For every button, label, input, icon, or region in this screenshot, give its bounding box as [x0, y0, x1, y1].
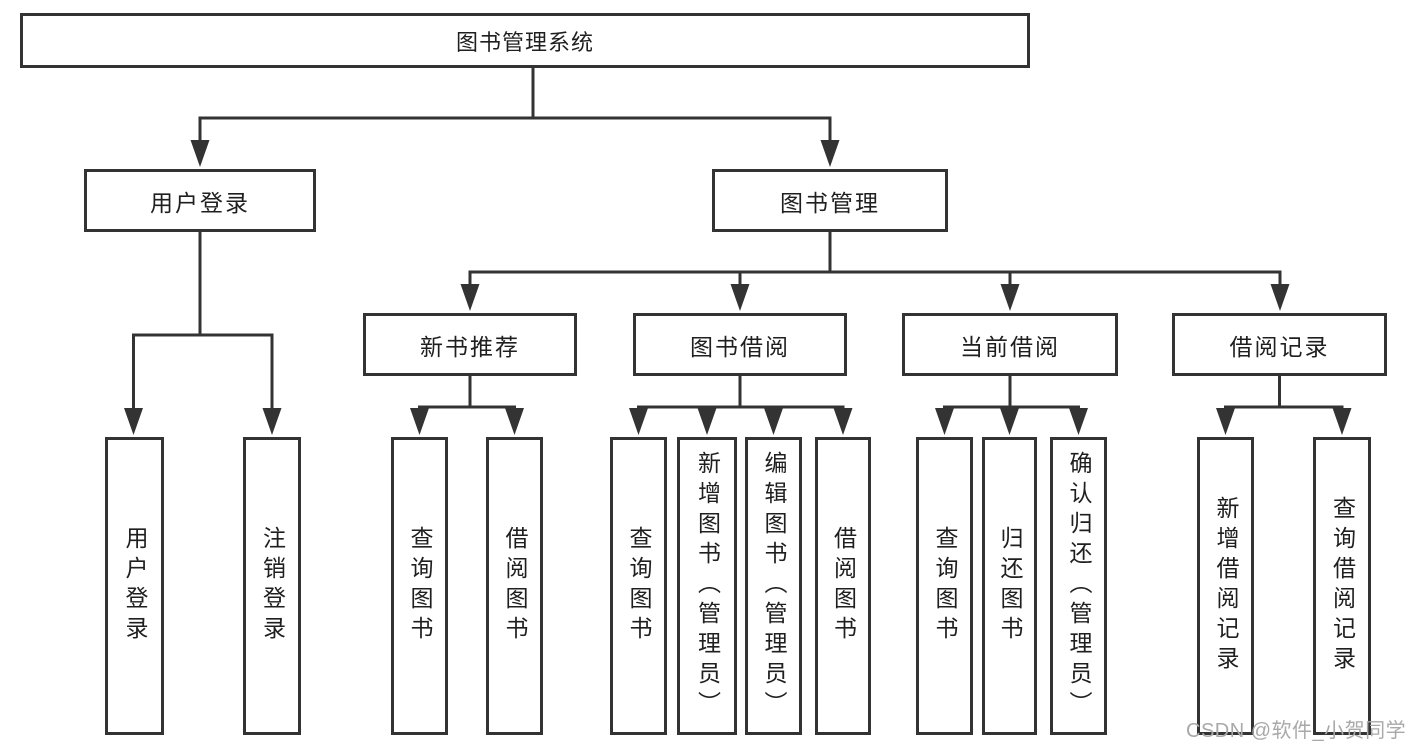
node-label: 编辑图书（管理员）: [761, 451, 787, 721]
node-label: 借阅图书: [502, 526, 528, 646]
node-label: 图书借阅: [690, 333, 790, 360]
leaf-confirm-return-admin: 确认归还（管理员）: [1050, 437, 1107, 735]
leaf-edit-books-admin: 编辑图书（管理员）: [745, 437, 802, 735]
node-label: 新增图书（管理员）: [694, 451, 721, 721]
connector-segments: [132, 66, 1344, 417]
csdn-watermark: CSDN @软件_小贺同学: [1186, 720, 1405, 742]
node-borrowing-records: 借阅记录: [1172, 313, 1387, 376]
node-label: 归还图书: [997, 526, 1023, 646]
leaf-add-books-admin: 新增图书（管理员）: [677, 437, 737, 735]
leaf-logout: 注销登录: [243, 437, 301, 735]
node-label: 图书管理: [780, 189, 880, 216]
node-label: 查询借阅记录: [1329, 496, 1356, 676]
leaf-add-borrow-record: 新增借阅记录: [1197, 437, 1254, 735]
arrowheads: [124, 140, 1352, 435]
leaf-borrow-books-recommend: 借阅图书: [486, 437, 543, 735]
leaf-borrow-books-borrowing: 借阅图书: [815, 437, 871, 735]
node-book-borrowing: 图书借阅: [633, 313, 847, 376]
leaf-query-books-borrowing: 查询图书: [610, 437, 667, 735]
node-label: 图书管理系统: [455, 29, 594, 55]
leaf-query-books-current: 查询图书: [916, 437, 973, 735]
node-label: 用户登录: [122, 526, 148, 646]
node-label: 借阅图书: [830, 526, 857, 646]
node-label: 借阅记录: [1229, 333, 1330, 360]
leaf-user-login: 用户登录: [105, 437, 164, 735]
node-current-borrowing: 当前借阅: [902, 313, 1118, 376]
node-label: 查询图书: [626, 526, 652, 646]
node-label: 注销登录: [259, 526, 286, 646]
node-label: 新增借阅记录: [1213, 496, 1239, 676]
node-label: 确认归还（管理员）: [1066, 451, 1092, 721]
node-user-login: 用户登录: [84, 169, 316, 232]
node-label: 用户登录: [150, 189, 250, 216]
leaf-query-books-recommend: 查询图书: [391, 437, 448, 735]
node-label: 当前借阅: [960, 333, 1060, 360]
leaf-return-books: 归还图书: [982, 437, 1037, 735]
node-new-book-recommendation: 新书推荐: [363, 313, 577, 376]
node-book-management: 图书管理: [712, 169, 948, 232]
leaf-query-borrow-record: 查询借阅记录: [1313, 437, 1371, 735]
node-label: 新书推荐: [420, 333, 520, 360]
node-label: 查询图书: [407, 526, 433, 646]
node-label: 查询图书: [932, 526, 958, 646]
node-library-management-system: 图书管理系统: [20, 13, 1030, 68]
